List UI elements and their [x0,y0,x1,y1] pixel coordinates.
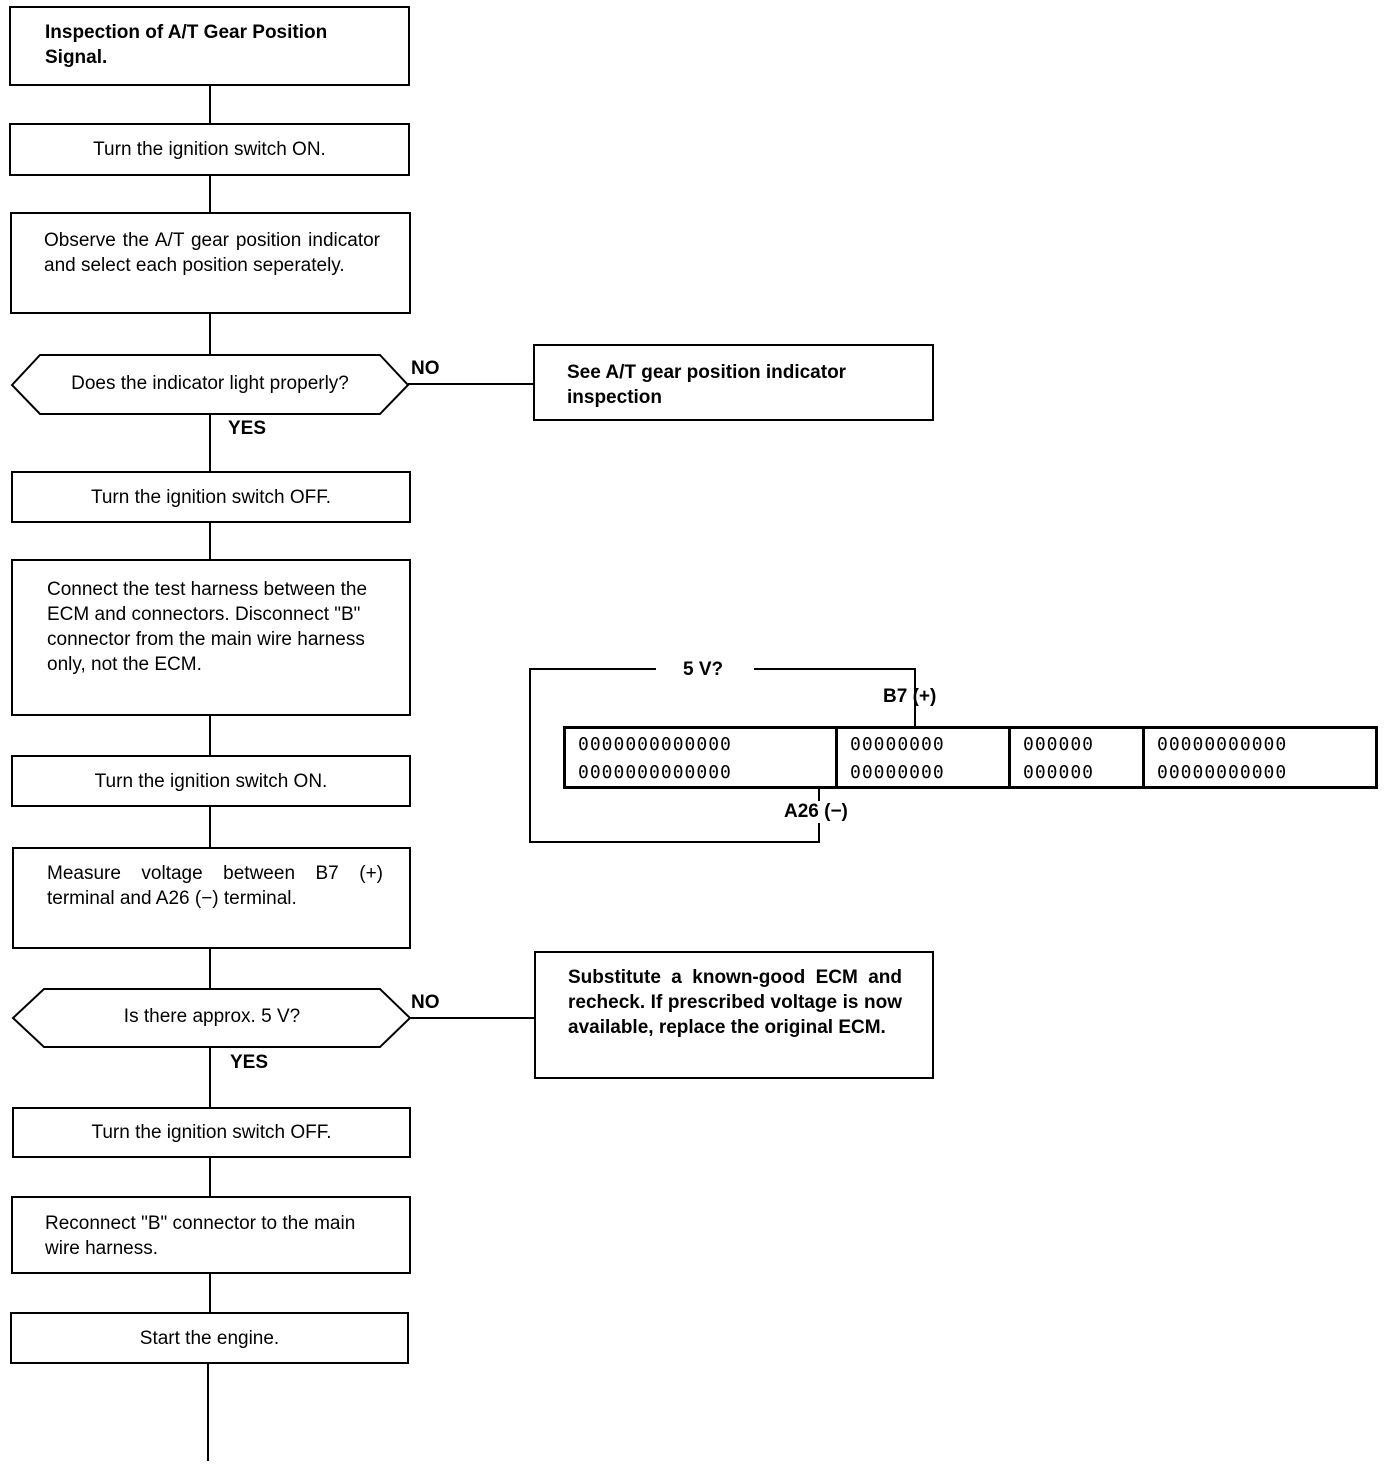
flow-connector [209,522,211,560]
connector-section-d: 00000000000 00000000000 [1145,729,1375,786]
flow-connector [209,1047,211,1108]
flow-connector [209,1157,211,1197]
b7-terminal-label: B7 (+) [883,686,937,707]
meter-lead [529,668,531,843]
result-see-indicator-inspection: See A/T gear position indicator inspecti… [533,344,934,421]
meter-lead [914,668,916,746]
flow-connector [209,1273,211,1313]
flow-step-start-engine: Start the engine. [10,1312,409,1364]
flow-connector [207,1363,209,1461]
step-text: Turn the ignition switch OFF. [90,486,332,508]
meter-lead [529,841,820,843]
pin-row: 00000000000 [1157,734,1288,755]
pin-row: 00000000000 [1157,762,1288,783]
flow-step-reconnect-b: Reconnect "B" connector to the main wire… [11,1196,411,1274]
step-text: Reconnect "B" connector to the main wire… [45,1213,356,1259]
result-text: Substitute a known-good ECM and recheck.… [568,967,902,1038]
flow-connector [209,175,211,213]
flow-step-ignition-off-2: Turn the ignition switch OFF. [12,1107,411,1158]
decision2-yes-label: YES [230,1052,269,1073]
flow-step-ignition-on-2: Turn the ignition switch ON. [11,755,411,807]
step-text: Connect the test harness between the ECM… [47,579,368,675]
meter-lead [529,668,656,670]
flow-step-inspection-title: Inspection of A/T Gear Position Signal. [9,6,410,86]
pin-row: 000000 [1023,762,1095,783]
flow-step-ignition-off: Turn the ignition switch OFF. [11,471,411,523]
step-text: Measure voltage between B7 (+) terminal … [47,863,383,909]
step-text: Turn the ignition switch ON. [93,139,326,160]
flow-connector [209,715,211,756]
voltage-5v-label: 5 V? [683,659,724,680]
pin-row: 00000000 [850,734,945,755]
connector-section-a: 0000000000000 0000000000000 [566,729,838,786]
no-branch-line [408,383,534,385]
flow-connector [209,948,211,990]
result-text: See A/T gear position indicator inspecti… [567,362,847,408]
no-branch-line [408,1017,536,1019]
decision-indicator-lights: Does the indicator light properly? [71,373,349,394]
a26-terminal-label: A26 (−) [784,801,848,823]
flow-connector [209,806,211,848]
connector-section-b: 00000000 00000000 [838,729,1011,786]
result-substitute-ecm: Substitute a known-good ECM and recheck.… [534,951,934,1079]
flow-connector [209,414,211,472]
decision1-no-label: NO [411,358,440,379]
step-text: Turn the ignition switch OFF. [91,1122,332,1143]
flow-connector [209,84,211,124]
pin-row: 000000 [1023,734,1095,755]
connector-section-c: 000000 000000 [1011,729,1145,786]
flow-step-measure-voltage: Measure voltage between B7 (+) terminal … [12,847,411,949]
meter-lead [754,668,916,670]
ecm-connector: 0000000000000 0000000000000 00000000 000… [563,726,1378,789]
pin-row: 0000000000000 [578,734,732,755]
step-text: Start the engine. [139,1327,280,1349]
step-text: Inspection of A/T Gear Position Signal. [45,22,328,68]
flow-step-ignition-on: Turn the ignition switch ON. [9,123,410,176]
decision1-yes-label: YES [228,418,267,439]
pin-row: 00000000 [850,762,945,783]
step-text: Turn the ignition switch ON. [94,770,328,792]
step-text: Observe the A/T gear position indicator … [44,230,380,276]
flow-step-observe-indicator: Observe the A/T gear position indicator … [10,212,411,314]
pin-row: 0000000000000 [578,762,732,783]
flow-connector [209,313,211,355]
decision2-no-label: NO [411,992,440,1013]
flow-step-connect-harness: Connect the test harness between the ECM… [11,559,411,716]
decision-approx-5v: Is there approx. 5 V? [123,1006,301,1027]
